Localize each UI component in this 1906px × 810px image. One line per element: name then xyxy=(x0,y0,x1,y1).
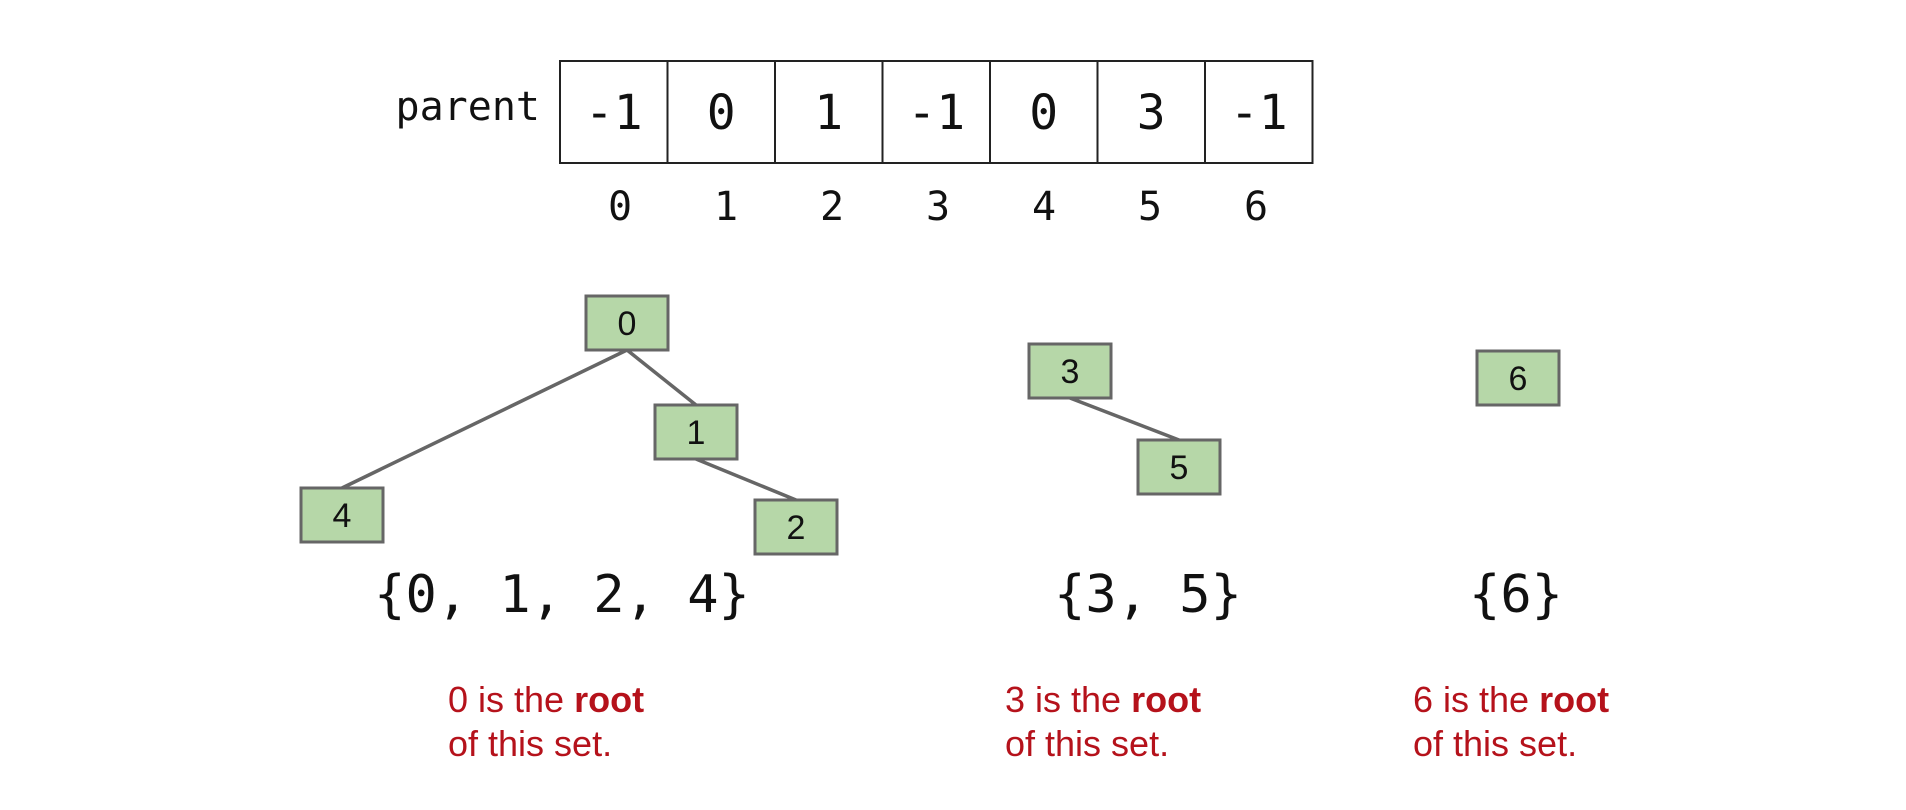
edge-1-2 xyxy=(695,457,797,502)
array-value-4: 0 xyxy=(1029,85,1058,141)
array-cell-1 xyxy=(666,60,776,164)
node-label: 6 xyxy=(1509,360,1528,398)
node-0: 0 xyxy=(584,294,670,352)
array-value-3: -1 xyxy=(907,85,965,141)
set-label-3: {3, 5} xyxy=(1054,565,1242,625)
note-line2: of this set. xyxy=(448,723,612,764)
root-note-0: 0 is the root of this set. xyxy=(448,679,644,764)
array-cell-2 xyxy=(774,60,884,164)
note-prefix: 3 is the xyxy=(1005,679,1131,720)
root-note-6: 6 is the root of this set. xyxy=(1413,679,1609,764)
node-box xyxy=(753,498,839,556)
array-cells: -1 0 1 -1 0 3 -1 xyxy=(559,60,1314,164)
node-6: 6 xyxy=(1475,349,1561,407)
svg-text:6 is the root: 6 is the root xyxy=(1413,679,1609,720)
node-5: 5 xyxy=(1136,438,1222,496)
array-label: parent xyxy=(396,84,541,130)
node-label: 3 xyxy=(1061,353,1080,391)
node-1: 1 xyxy=(653,403,739,461)
array-indices: 0 1 2 3 4 5 6 xyxy=(608,184,1268,230)
node-label: 1 xyxy=(687,414,706,452)
note-prefix: 6 is the xyxy=(1413,679,1539,720)
node-2: 2 xyxy=(753,498,839,556)
parent-array: parent -1 0 1 -1 0 3 -1 0 1 2 3 4 5 6 xyxy=(396,60,1314,230)
note-root-word: root xyxy=(1131,679,1201,720)
array-index-3: 3 xyxy=(926,184,950,230)
array-index-2: 2 xyxy=(820,184,844,230)
array-index-4: 4 xyxy=(1032,184,1056,230)
root-note-3: 3 is the root of this set. xyxy=(1005,679,1201,764)
node-3: 3 xyxy=(1027,342,1113,400)
array-value-1: 0 xyxy=(707,85,736,141)
node-box xyxy=(1027,342,1113,400)
array-index-1: 1 xyxy=(714,184,738,230)
array-value-6: -1 xyxy=(1230,85,1288,141)
array-cell-4 xyxy=(989,60,1099,164)
node-label: 2 xyxy=(787,509,806,547)
note-prefix: 0 is the xyxy=(448,679,574,720)
node-box xyxy=(1475,349,1561,407)
array-index-6: 6 xyxy=(1244,184,1268,230)
note-line2: of this set. xyxy=(1413,723,1577,764)
edge-0-1 xyxy=(625,348,698,407)
note-root-word: root xyxy=(574,679,644,720)
array-value-2: 1 xyxy=(814,85,843,141)
set-label-0: {0, 1, 2, 4} xyxy=(374,565,750,625)
edge-0-4 xyxy=(341,348,628,490)
node-box xyxy=(299,486,385,544)
edge-3-5 xyxy=(1069,396,1180,442)
array-index-0: 0 xyxy=(608,184,632,230)
array-value-0: -1 xyxy=(585,85,643,141)
node-box xyxy=(1136,438,1222,496)
node-label: 5 xyxy=(1170,449,1189,487)
array-cell-5 xyxy=(1096,60,1206,164)
node-label: 0 xyxy=(618,305,637,343)
svg-text:3 is the root: 3 is the root xyxy=(1005,679,1201,720)
set-label-6: {6} xyxy=(1469,565,1563,625)
array-value-5: 3 xyxy=(1137,85,1166,141)
tree-edges xyxy=(341,348,1180,502)
array-index-5: 5 xyxy=(1138,184,1162,230)
tree-nodes: 0 1 2 4 3 5 6 xyxy=(299,294,1561,556)
array-cell-6 xyxy=(1204,60,1314,164)
note-line2: of this set. xyxy=(1005,723,1169,764)
note-root-word: root xyxy=(1539,679,1609,720)
node-4: 4 xyxy=(299,486,385,544)
node-box xyxy=(584,294,670,352)
node-box xyxy=(653,403,739,461)
node-label: 4 xyxy=(333,497,352,535)
array-cell-0 xyxy=(559,60,669,164)
svg-text:0 is the root: 0 is the root xyxy=(448,679,644,720)
